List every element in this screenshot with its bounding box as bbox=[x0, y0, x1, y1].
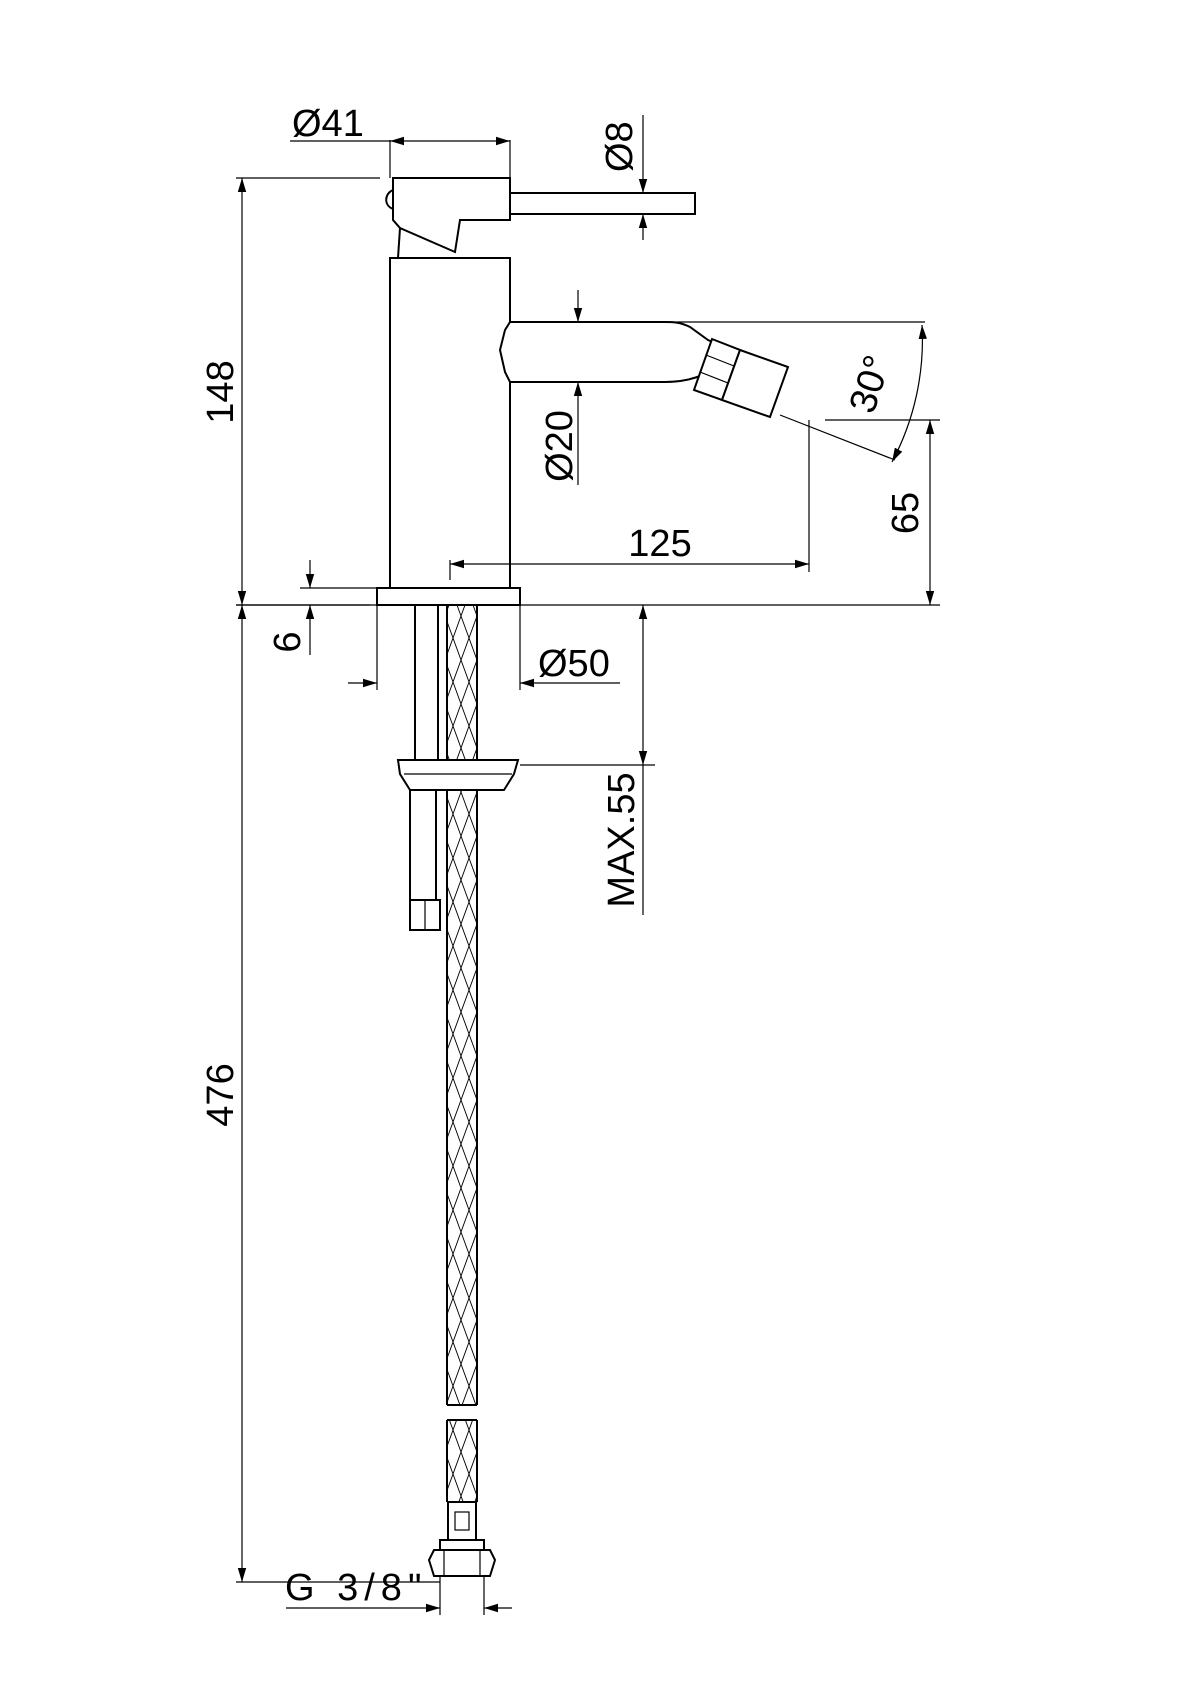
dim-label-6: 6 bbox=[267, 631, 309, 652]
dim-length-125: 125 bbox=[449, 420, 810, 580]
dim-label-65: 65 bbox=[885, 492, 927, 534]
dim-label-148: 148 bbox=[200, 360, 242, 423]
dim-label-max55: MAX.55 bbox=[601, 772, 643, 907]
dim-diameter-50: Ø50 bbox=[348, 605, 620, 690]
dim-thickness-6: 6 bbox=[267, 560, 377, 655]
dim-label-20: Ø20 bbox=[539, 410, 581, 482]
dim-height-148: 148 bbox=[200, 177, 380, 606]
dim-height-65: 65 bbox=[825, 419, 940, 605]
spout bbox=[498, 321, 790, 419]
dim-diameter-41: Ø41 bbox=[290, 103, 511, 178]
faucet-body bbox=[376, 177, 696, 606]
dim-label-476: 476 bbox=[200, 1063, 242, 1126]
dim-hose-476: 476 bbox=[200, 605, 440, 1583]
dim-max-55: MAX.55 bbox=[520, 605, 655, 915]
dim-label-30: 30° bbox=[842, 350, 900, 418]
dim-label-50: Ø50 bbox=[538, 643, 610, 685]
dim-label-41: Ø41 bbox=[292, 103, 364, 145]
dim-diameter-8: Ø8 bbox=[599, 115, 660, 240]
fixing-rod bbox=[396, 605, 520, 931]
dim-label-g38: G 3/8" bbox=[285, 1567, 427, 1609]
dim-thread-g38: G 3/8" bbox=[285, 1567, 512, 1615]
dim-label-125: 125 bbox=[628, 523, 691, 565]
dim-diameter-20: Ø20 bbox=[539, 290, 665, 485]
flex-hose bbox=[427, 605, 497, 1577]
dim-label-8: Ø8 bbox=[599, 121, 641, 172]
